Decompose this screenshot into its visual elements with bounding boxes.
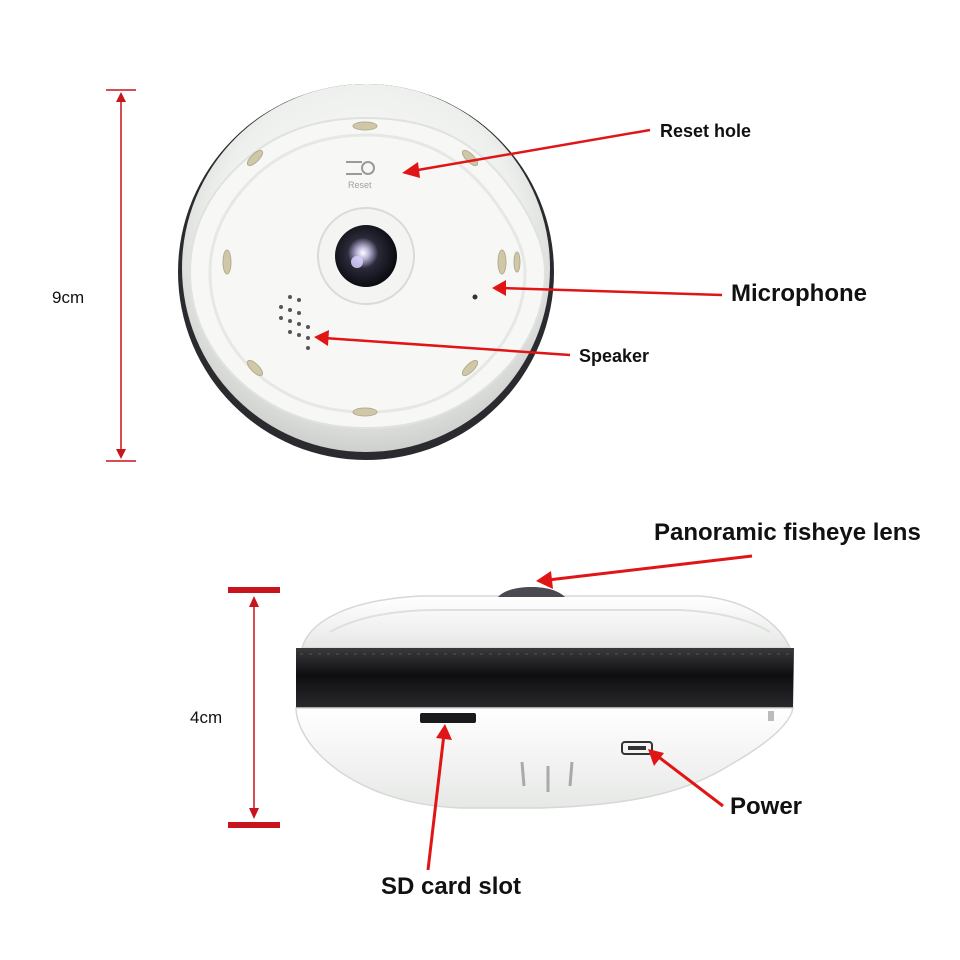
speaker-arrow [323,336,571,357]
lower-body [295,707,794,809]
vent-slots [222,121,521,417]
power-arrow [655,753,724,808]
upper-dome [301,595,792,649]
lens-bump [498,587,565,597]
microphone-hole-icon [472,294,478,300]
speaker-label: Speaker [579,346,650,366]
callout-arrows-top [314,128,723,357]
sd-card-slot-icon [420,713,476,723]
sd-card-slot-label: SD card slot [381,873,522,900]
top-view-camera [178,84,554,460]
callout-arrows-side [426,554,753,871]
sd-arrow [426,733,446,871]
speaker-grille-icon [279,295,310,350]
black-band [296,648,794,708]
dimension-label-9cm: 9cm [52,288,85,307]
power-label: Power [730,793,803,820]
fisheye-lens-icon [335,225,397,287]
dimension-9cm [106,89,136,462]
reset-hole-label: Reset hole [660,121,752,141]
reset-engraving: Reset [348,180,372,190]
lens-arrow [547,554,753,582]
side-view-camera [295,587,794,809]
lens-label: Panoramic fisheye lens [654,519,921,546]
microphone-label: Microphone [731,280,867,307]
reset-hole-icon [346,161,375,175]
bottom-vents [520,761,574,792]
dimension-4cm [228,587,280,828]
microphone-arrow [501,286,723,297]
dimension-label-4cm: 4cm [190,708,223,727]
reset-arrow [411,128,651,173]
